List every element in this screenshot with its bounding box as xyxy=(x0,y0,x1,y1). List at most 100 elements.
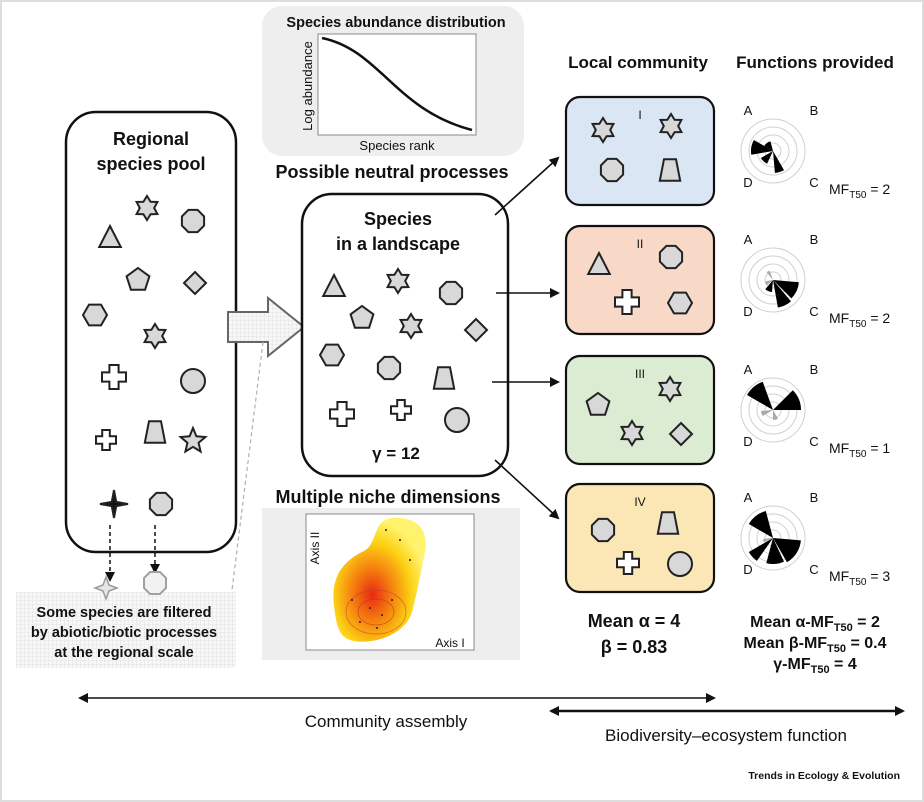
circle-icon xyxy=(667,551,693,577)
radar-label-c: C xyxy=(809,562,818,577)
pentagon-icon xyxy=(349,304,375,329)
regional-pool-title-1: Regional xyxy=(113,129,189,149)
mf-count: MFT50 = 2 xyxy=(829,181,890,201)
sad-ylabel: Log abundance xyxy=(300,41,315,131)
filtered-octagon-icon xyxy=(143,571,167,595)
filtered-star-icon xyxy=(92,574,120,602)
triangle-icon xyxy=(321,272,347,297)
radar-label-b: B xyxy=(810,103,819,118)
octagon-icon xyxy=(658,244,684,270)
radar-wedge xyxy=(773,410,778,421)
star-five-point-icon xyxy=(178,425,208,454)
regional-pool-species xyxy=(81,194,208,519)
niche-density-cloud xyxy=(333,517,426,642)
radar-wedge xyxy=(773,151,784,173)
mf-count: MFT50 = 1 xyxy=(829,440,890,460)
niche-title: Multiple niche dimensions xyxy=(275,487,500,507)
radar-wedge xyxy=(764,141,773,151)
mean-alpha-mf: Mean α-MFT50 = 2 xyxy=(750,614,880,634)
landscape: Species in a landscape γ = 12 xyxy=(300,192,510,478)
octagon-icon xyxy=(590,517,616,543)
radar-wedge xyxy=(763,538,773,543)
landscape-title-1: Species xyxy=(364,209,432,229)
radar-wedge xyxy=(761,410,773,416)
diamond-icon xyxy=(668,421,694,447)
regional-pool: Regional species pool xyxy=(64,110,238,554)
landscape-species xyxy=(318,267,489,433)
star-six-point-icon xyxy=(142,322,168,350)
cross-icon xyxy=(614,289,640,315)
filter-note-line2: by abiotic/biotic processes xyxy=(31,625,217,641)
radar-wedge xyxy=(773,538,801,563)
hexagon-icon xyxy=(666,291,694,315)
beta-value: β = 0.83 xyxy=(601,637,668,657)
radar-label-a: A xyxy=(744,490,753,505)
radar-label-d: D xyxy=(743,175,752,190)
community-numeral: IV xyxy=(634,495,645,509)
radar-wedge xyxy=(766,270,773,280)
pool-to-landscape-arrow xyxy=(227,295,306,591)
cross-icon xyxy=(390,399,412,421)
radar-wedge xyxy=(773,280,791,308)
hexagon-icon xyxy=(81,303,109,327)
function-radar-1: A B C D xyxy=(740,103,819,190)
star-six-point-icon xyxy=(657,375,683,403)
radar-wedge xyxy=(766,538,784,565)
sad-xlabel: Species rank xyxy=(359,138,435,153)
radar-label-a: A xyxy=(744,232,753,247)
mean-beta-mf: Mean β-MFT50 = 0.4 xyxy=(744,635,887,655)
radar-label-a: A xyxy=(744,103,753,118)
community-numeral: I xyxy=(638,108,641,122)
mf-count: MFT50 = 3 xyxy=(829,568,890,588)
pentagon-icon xyxy=(585,391,611,416)
radar-wedge xyxy=(747,381,773,410)
community-numeral: III xyxy=(635,367,645,381)
circle-icon xyxy=(444,407,470,433)
trapezoid-icon xyxy=(658,158,682,182)
octagon-icon xyxy=(438,280,464,306)
sad-panel: Species abundance distribution Log abund… xyxy=(262,6,524,156)
niche-panel: Multiple niche dimensions Axis II Axis I xyxy=(262,487,520,660)
community-1: I A B C D MFT50 = 2 xyxy=(564,95,890,207)
diamond-icon xyxy=(463,317,489,343)
niche-axis-y: Axis II xyxy=(308,532,322,565)
radar-wedge xyxy=(765,280,773,286)
filtered-species: Some species are filtered by abiotic/bio… xyxy=(16,525,236,668)
cross-icon xyxy=(329,401,355,427)
sad-curve xyxy=(321,36,473,132)
triangle-icon xyxy=(586,250,612,275)
mf-count: MFT50 = 2 xyxy=(829,310,890,330)
radar-wedge xyxy=(750,140,773,155)
hexagon-icon xyxy=(318,343,346,367)
trapezoid-icon xyxy=(432,366,456,390)
cross-icon xyxy=(95,429,117,451)
filter-note-line1: Some species are filtered xyxy=(37,605,212,621)
bef-label: Biodiversity–ecosystem function xyxy=(605,726,847,745)
journal-credit: Trends in Ecology & Evolution xyxy=(748,770,900,782)
gamma-mf: γ-MFT50 = 4 xyxy=(773,656,857,676)
filter-note-box xyxy=(16,592,236,668)
radar-wedge xyxy=(773,280,799,299)
scale-arrows: Community assembly Biodiversity–ecosyste… xyxy=(78,693,905,745)
cross-icon xyxy=(101,364,127,390)
trapezoid-icon xyxy=(143,420,167,444)
radar-wedge xyxy=(765,280,773,292)
multifunctionality-summary: Mean α-MFT50 = 2 Mean β-MFT50 = 0.4 γ-MF… xyxy=(744,614,887,676)
diversity-summary: Mean α = 4 β = 0.83 xyxy=(588,611,681,657)
landscape-title-2: in a landscape xyxy=(336,234,460,254)
cross-icon xyxy=(616,551,640,575)
radar-wedge xyxy=(748,538,773,561)
radar-label-b: B xyxy=(810,490,819,505)
radar-wedge xyxy=(760,151,773,164)
star-four-point-icon xyxy=(99,489,129,519)
diamond-icon xyxy=(182,270,208,296)
radar-label-d: D xyxy=(743,562,752,577)
radar-label-c: C xyxy=(809,175,818,190)
trapezoid-icon xyxy=(656,511,680,535)
sad-title: Species abundance distribution xyxy=(286,15,505,31)
mean-alpha: Mean α = 4 xyxy=(588,611,681,631)
octagon-icon xyxy=(148,491,174,517)
